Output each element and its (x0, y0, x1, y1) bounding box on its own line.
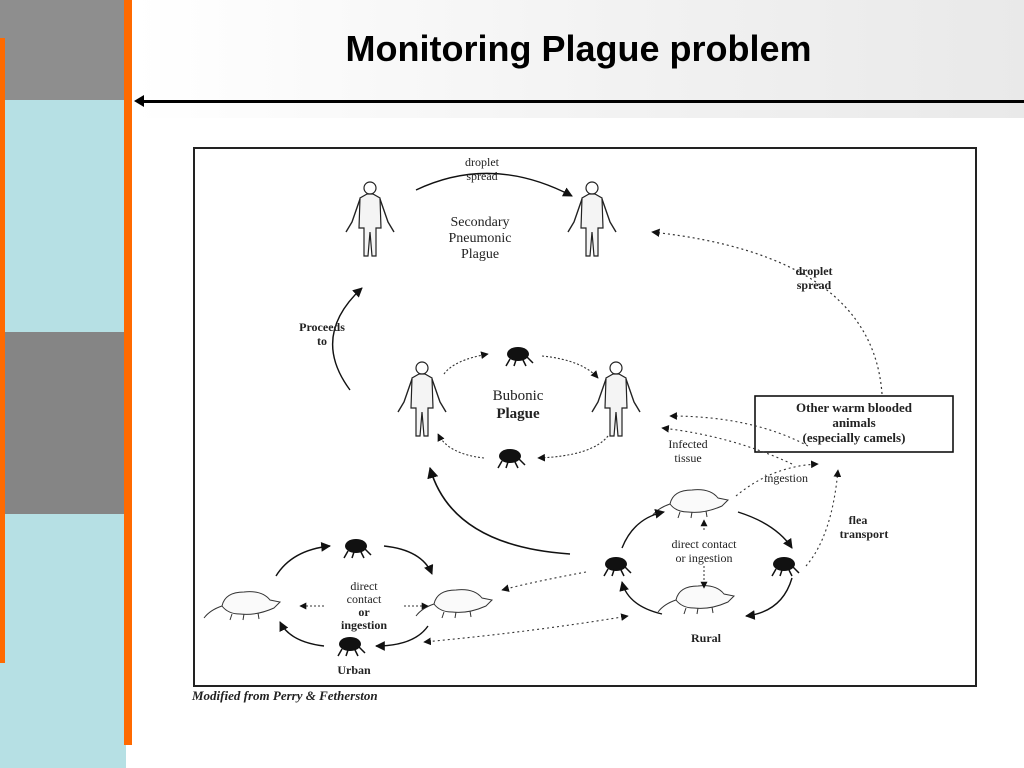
rural-label: Rural (691, 631, 722, 645)
urban-label: Urban (337, 663, 371, 677)
band-segment-teal (0, 514, 126, 768)
infected-label: Infected (668, 437, 707, 451)
box-line-2: animals (832, 415, 875, 430)
droplet-spread-arc (651, 228, 883, 395)
flea-label: flea (849, 513, 868, 527)
urban-ingestion-label: ingestion (341, 618, 387, 632)
orange-accent-bar-left (0, 38, 5, 663)
infected-tissue-arrow (669, 412, 809, 447)
band-segment-gray (0, 332, 126, 514)
rural-cycle-arrow (621, 508, 665, 549)
slide-header (133, 0, 1024, 118)
urban-contact-label: contact (347, 592, 382, 606)
urban-cycle-arrow (279, 621, 325, 647)
title-divider-line (142, 100, 1024, 103)
box-line-3: (especially camels) (803, 430, 906, 445)
pneumonic-label: Pneumonic (449, 231, 512, 246)
band-segment-gray (0, 0, 126, 100)
rural-cycle-arrow (737, 511, 793, 549)
right-spread-label: spread (797, 278, 832, 292)
droplet-spread-arrow (415, 172, 573, 197)
rural-direct-contact-label: direct contact (672, 537, 738, 551)
rural-or-ingestion-label: or ingestion (676, 551, 733, 565)
band-segment-teal (0, 100, 126, 332)
rural-to-urban-arrow (501, 571, 587, 592)
spread-label: spread (466, 169, 497, 183)
urban-cycle-arrow (275, 542, 331, 577)
bubonic-plague-label: Plague (496, 406, 540, 422)
rural-cycle-arrow (619, 581, 663, 615)
proceeds-to-arrow (331, 287, 363, 391)
bubonic-cycle-arrow (541, 355, 599, 379)
right-droplet-label: droplet (795, 264, 832, 278)
secondary-label: Secondary (450, 215, 509, 230)
urban-direct-label: direct (350, 579, 378, 593)
bubonic-label: Bubonic (493, 388, 544, 404)
rural-urban-link-arrow (423, 613, 629, 646)
urban-or-label: or (358, 605, 370, 619)
arrow-left-icon (134, 95, 144, 107)
ingestion-label: ingestion (764, 471, 808, 485)
bubonic-cycle-arrow (537, 435, 609, 462)
figure-caption: Modified from Perry & Fetherston (192, 688, 378, 703)
bubonic-cycle-arrow (437, 433, 485, 459)
left-decorative-band (0, 0, 133, 768)
ingestion-arrow (735, 460, 819, 497)
rural-cycle-arrow (745, 577, 793, 620)
rural-to-bubonic-arrow (427, 466, 571, 555)
to-label: to (317, 334, 327, 348)
infected-tissue-arrow (661, 424, 793, 465)
orange-accent-bar (124, 0, 132, 745)
urban-cycle-arrow (383, 545, 434, 575)
transport-label: transport (840, 527, 889, 541)
plague-transmission-diagram: droplet spread Secondary Pneumonic Plagu… (193, 147, 977, 687)
tissue-label: tissue (674, 451, 701, 465)
warm-blooded-animals-box (754, 395, 954, 453)
proceeds-label: Proceeds (299, 320, 345, 334)
slide-title: Monitoring Plague problem (345, 28, 812, 69)
plague-label: Plague (461, 247, 499, 262)
bubonic-cycle-arrow (443, 351, 489, 375)
droplet-label: droplet (465, 155, 500, 169)
box-line-1: Other warm blooded (796, 400, 913, 415)
